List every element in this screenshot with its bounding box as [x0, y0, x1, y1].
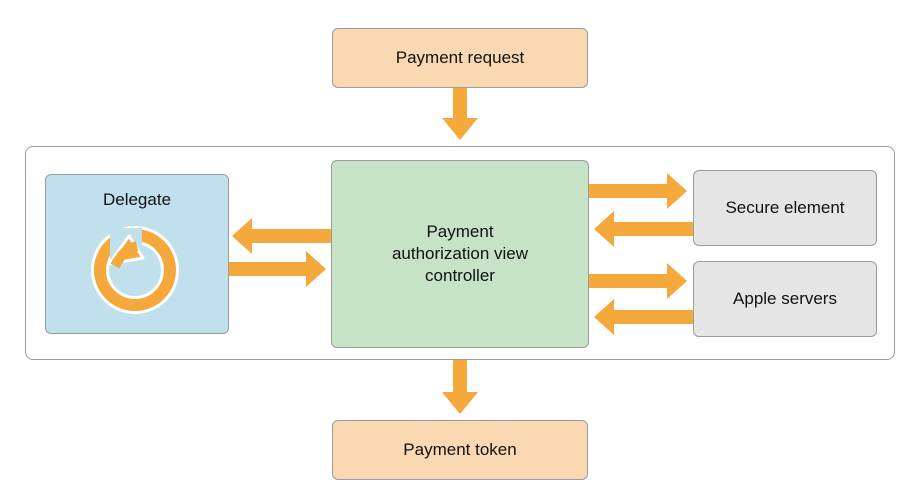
delegate-label: Delegate [102, 190, 172, 209]
payment-authorization-view-controller-label: Payment authorization view controller [391, 222, 529, 285]
payment-token-label: Payment token [403, 440, 517, 459]
secure-element-label: Secure element [725, 198, 845, 217]
payment-request-label: Payment request [395, 48, 525, 67]
secure-element-box: Secure element [693, 170, 877, 246]
payment-token-box: Payment token [332, 420, 588, 480]
apple-servers-label: Apple servers [733, 289, 837, 308]
arrow-controller-to-payment-token [442, 360, 478, 414]
payment-request-box: Payment request [332, 28, 588, 88]
payment-authorization-view-controller-box: Payment authorization view controller [331, 160, 589, 348]
arrow-request-to-controller [442, 88, 478, 140]
apple-servers-box: Apple servers [693, 261, 877, 337]
circular-refresh-icon [91, 226, 179, 314]
